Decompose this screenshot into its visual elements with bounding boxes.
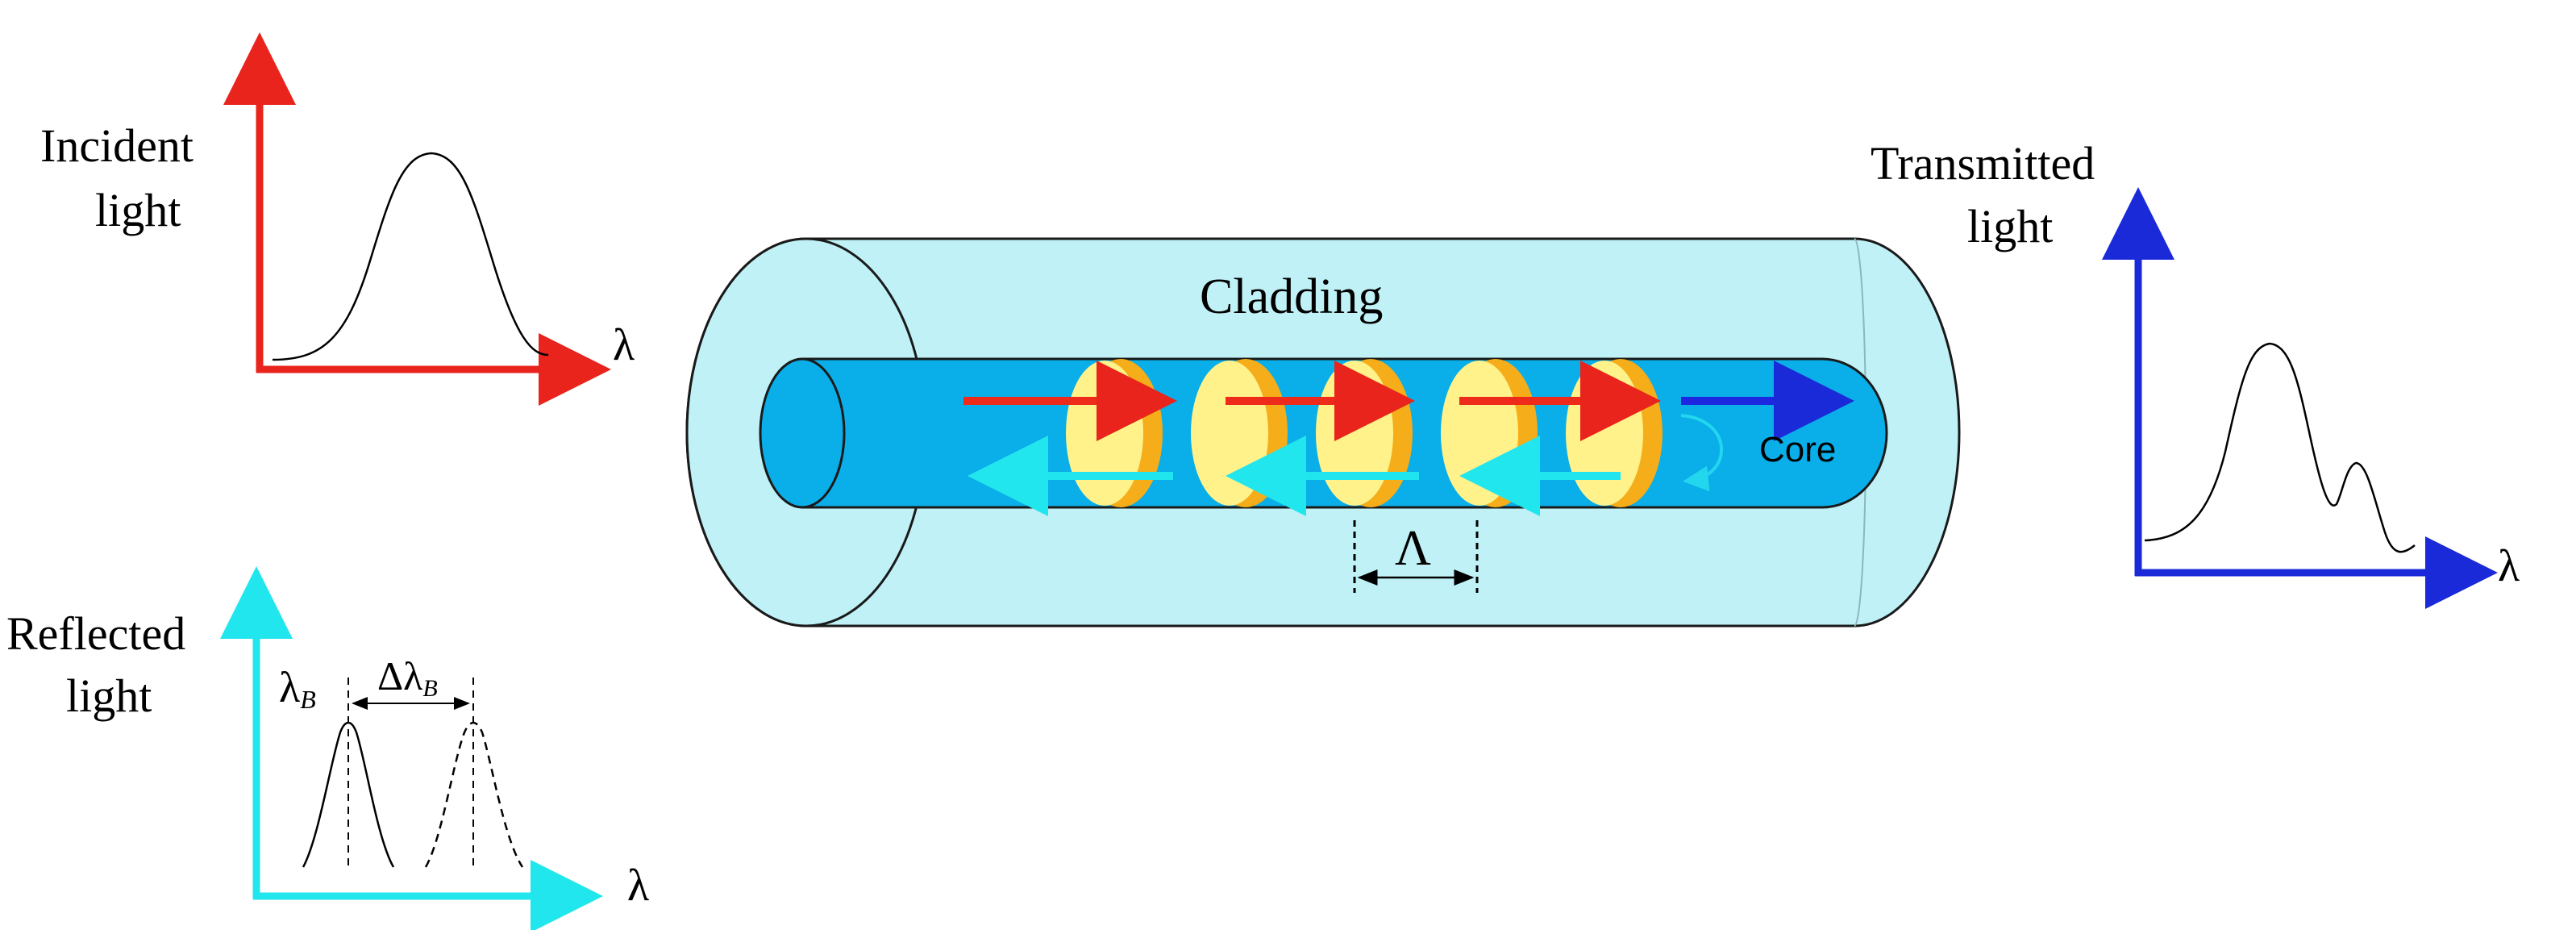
cladding-label: Cladding — [1200, 269, 1383, 324]
core-front-face — [759, 357, 846, 509]
transmitted-label-line1: Transmitted — [1871, 137, 2095, 190]
transmitted-light-plot: Transmitted light λ — [1871, 137, 2520, 609]
grating-element-5 — [1566, 359, 1663, 507]
incident-spectrum-curve — [272, 152, 549, 361]
grating-element-2 — [1191, 359, 1288, 507]
transmitted-label-line2: light — [1967, 200, 2053, 252]
reflected-label-line1: Reflected — [6, 607, 185, 660]
optical-fiber: Cladding Core Λ — [685, 237, 1961, 628]
incident-lambda-label: λ — [613, 320, 635, 370]
grating-element-4 — [1441, 359, 1538, 507]
reflection-curl-arrow-icon — [1680, 414, 1723, 492]
incident-label-line1: Incident — [40, 119, 194, 172]
reflected-lambda-label: λ — [627, 861, 649, 911]
grating-element-3 — [1316, 359, 1413, 507]
reflected-label-line2: light — [66, 669, 152, 722]
grating-element-1 — [1066, 359, 1163, 507]
core-label: Core — [1759, 430, 1836, 469]
reflected-light-plot: Reflected light λB ΔλB λ — [6, 566, 649, 930]
transmitted-lambda-label: λ — [2498, 541, 2520, 591]
delta-lambda-label: ΔλB — [377, 653, 438, 702]
transmitted-spectrum-curve — [2144, 342, 2416, 553]
incident-label-line2: light — [95, 184, 181, 236]
bragg-wavelength-label: λB — [279, 663, 316, 714]
incident-light-plot: Incident light λ — [40, 32, 635, 406]
grating-period-label: Λ — [1395, 521, 1431, 576]
